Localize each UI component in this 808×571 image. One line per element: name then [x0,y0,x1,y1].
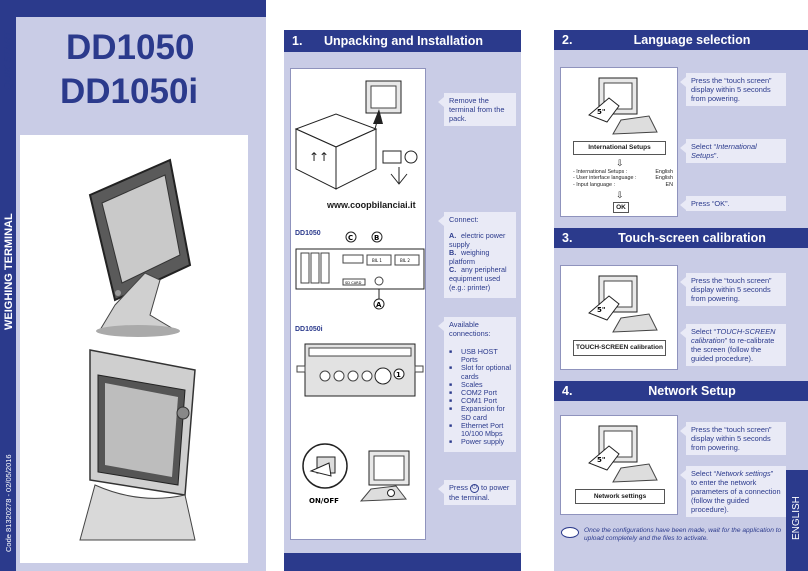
dd1050-rear-panel: C B BIL 1 BIL 2 SD CARD A [295,231,425,310]
connect-item-b: B.weighing platform [449,248,490,266]
section2-note2: Select “International Setups”. [680,139,786,163]
cover-image-box [20,135,248,563]
section2-note1: Press the “touch screen” display within … [680,73,786,106]
section3-title: Touch-screen calibration [618,231,766,245]
svg-text:SD CARD: SD CARD [345,281,362,285]
dd1050-label: DD1050 [295,230,321,237]
model-title-1: DD1050 [66,28,195,67]
conn-letter-a: A [376,301,382,309]
settings-list: - International Setups :English - User i… [573,169,673,188]
section1-illustration-box: ↑↑ www.coopbilanciai.it DD1050 C B BIL 1… [290,68,426,540]
section3-illustration-box: 5" TOUCH-SCREEN calibration [560,265,678,370]
section4-note1: Press the “touch screen” display within … [680,422,786,455]
available-title: Available connections: [449,320,491,338]
document-code: Code 81320278 - 02/05/2016 [4,454,13,552]
svg-text:5": 5" [597,306,606,314]
section2-illustration-box: 5" International Setups ⇩ - Internationa… [560,67,678,217]
terminal-photo-dd1050i [79,349,196,541]
section3-note1: Press the “touch screen” display within … [680,273,786,306]
connect-item-a: A.electric power supply [449,231,506,249]
international-setups-button[interactable]: International Setups [573,141,666,155]
connect-legend: A.electric power supply B.weighing platf… [449,231,511,292]
svg-text:5": 5" [597,456,606,464]
connect-item-c: C.any peripheral equipment used (e.g.: p… [449,265,507,292]
down-arrow-icon: ⇩ [616,158,624,168]
dd1050i-label: DD1050i [295,326,323,333]
model-title-2: DD1050i [60,72,199,111]
section2-note3: Press “OK”. [680,196,786,211]
available-item: COM1 Port [449,397,511,406]
available-item: Scales [449,380,511,389]
svg-text:↑↑: ↑↑ [309,150,329,164]
available-connections-note: Available connections: USB HOST Ports Sl… [438,317,516,452]
cover-side-strip [0,0,16,571]
quick-start-label: QUIK START [3,30,14,90]
down-arrow-icon-2: ⇩ [616,190,624,200]
section4-illustration-box: 5" Network settings [560,415,678,515]
svg-text:1: 1 [396,371,401,379]
terminal-photo-dd1050 [88,158,192,337]
setting-row: - International Setups :English [573,169,673,175]
section3-note2: Select “TOUCH-SCREEN calibration” to re-… [680,324,786,366]
svg-text:ON/OFF: ON/OFF [309,497,339,505]
remove-terminal-note: Remove the terminal from the pack. [438,93,516,126]
svg-text:BIL 2: BIL 2 [400,258,410,263]
section4-header: 4. Network Setup [554,381,808,401]
available-item: Ethernet Port 10/100 Mbps [449,421,511,438]
dd1050i-rear-panel: 1 [296,343,424,397]
unpacking-illustration: ↑↑ [294,80,418,190]
power-icon: ⏻ [469,483,479,493]
setting-row: - Input language :EN [573,181,673,188]
section1-bottom-strip [284,553,521,571]
available-item: Slot for optional cards [449,364,511,381]
website-url: www.coopbilanciai.it [327,200,416,210]
connect-title: Connect: [449,215,479,224]
svg-text:5": 5" [597,108,606,116]
power-note: Press ⏻ to power the terminal. [438,480,516,505]
connect-note: Connect: A.electric power supply B.weigh… [438,212,516,298]
available-item: COM2 Port [449,388,511,397]
setting-row: - User interface language :English [573,175,673,182]
power-switch-illustration: ON/OFF [302,443,410,505]
touchscreen-press-icon: 5" [588,275,658,333]
touchscreen-press-icon: 5" [588,425,658,483]
section2-title: Language selection [633,33,751,47]
touchscreen-calibration-button[interactable]: TOUCH-SCREEN calibration [573,340,666,356]
available-list: USB HOST Ports Slot for optional cards S… [449,347,511,447]
section2-number: 2. [562,33,573,47]
svg-text:BIL 1: BIL 1 [372,258,382,263]
language-tab: ENGLISH [791,496,802,540]
speech-bubble-icon [561,527,579,538]
footer-note: Once the configurations have been made, … [584,527,782,542]
available-item: Expansion for SD card [449,405,511,422]
section1-header: 1. Unpacking and Installation [284,30,521,52]
touchscreen-press-icon: 5" [588,77,658,135]
network-settings-button[interactable]: Network settings [575,489,665,504]
section4-number: 4. [562,384,573,398]
weighing-terminal-label: WEIGHING TERMINAL [3,213,15,330]
language-strip [786,470,808,571]
cover-top-strip [16,0,266,17]
section3-header: 3. Touch-screen calibration [554,228,808,248]
ok-button[interactable]: OK [613,202,629,213]
section4-title: Network Setup [648,384,736,398]
section3-number: 3. [562,231,573,245]
section1-number: 1. [292,34,303,48]
section2-header: 2. Language selection [554,30,808,50]
section1-title: Unpacking and Installation [324,34,484,48]
available-item: USB HOST Ports [449,347,511,364]
available-item: Power supply [449,438,511,447]
conn-letter-b: B [374,234,379,242]
conn-letter-c: C [348,234,353,242]
section4-note2: Select “Network settings” to enter the n… [680,466,786,517]
